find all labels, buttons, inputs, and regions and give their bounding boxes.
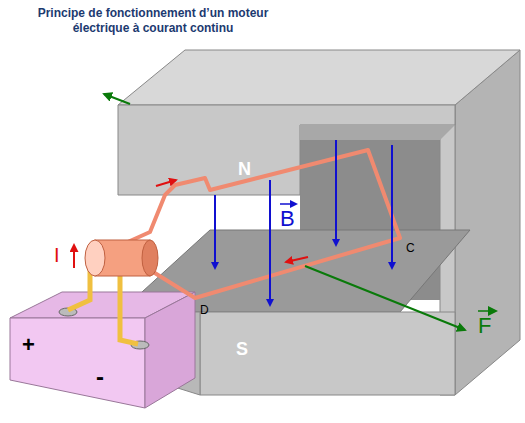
current-arrow <box>286 257 308 262</box>
field-line <box>269 180 271 305</box>
force-arrow <box>104 94 130 104</box>
current-label: I <box>54 244 60 266</box>
pole-label: S <box>236 340 248 360</box>
magnet-s-front <box>200 312 455 395</box>
title: Principe de fonctionnement d’un moteur é… <box>8 6 298 36</box>
polarity-sign: - <box>96 364 104 390</box>
magnet-n-under <box>300 125 455 140</box>
current-arrow <box>73 245 75 268</box>
vector-arrow <box>478 310 496 312</box>
field-line <box>214 195 216 268</box>
brush <box>68 270 90 310</box>
magnet-top-face <box>118 50 520 105</box>
vector-label: F <box>478 314 491 338</box>
field-line <box>335 140 337 245</box>
commutator-end <box>142 240 158 276</box>
battery-side <box>145 292 195 408</box>
magnet-n-front <box>118 105 455 195</box>
point-label: C <box>406 242 415 255</box>
coil-loop <box>110 150 400 298</box>
magnet-spine <box>455 50 520 395</box>
pole-label: N <box>238 160 251 180</box>
battery-front <box>10 318 145 408</box>
brush <box>120 272 138 344</box>
current-arrow <box>156 180 176 186</box>
vector-label: B <box>280 207 295 231</box>
vector-arrow <box>280 203 296 205</box>
commutator-face <box>85 240 105 276</box>
field-line <box>391 145 393 268</box>
force-arrow <box>305 266 465 330</box>
polarity-sign: + <box>22 333 35 357</box>
point-label: D <box>200 304 209 317</box>
